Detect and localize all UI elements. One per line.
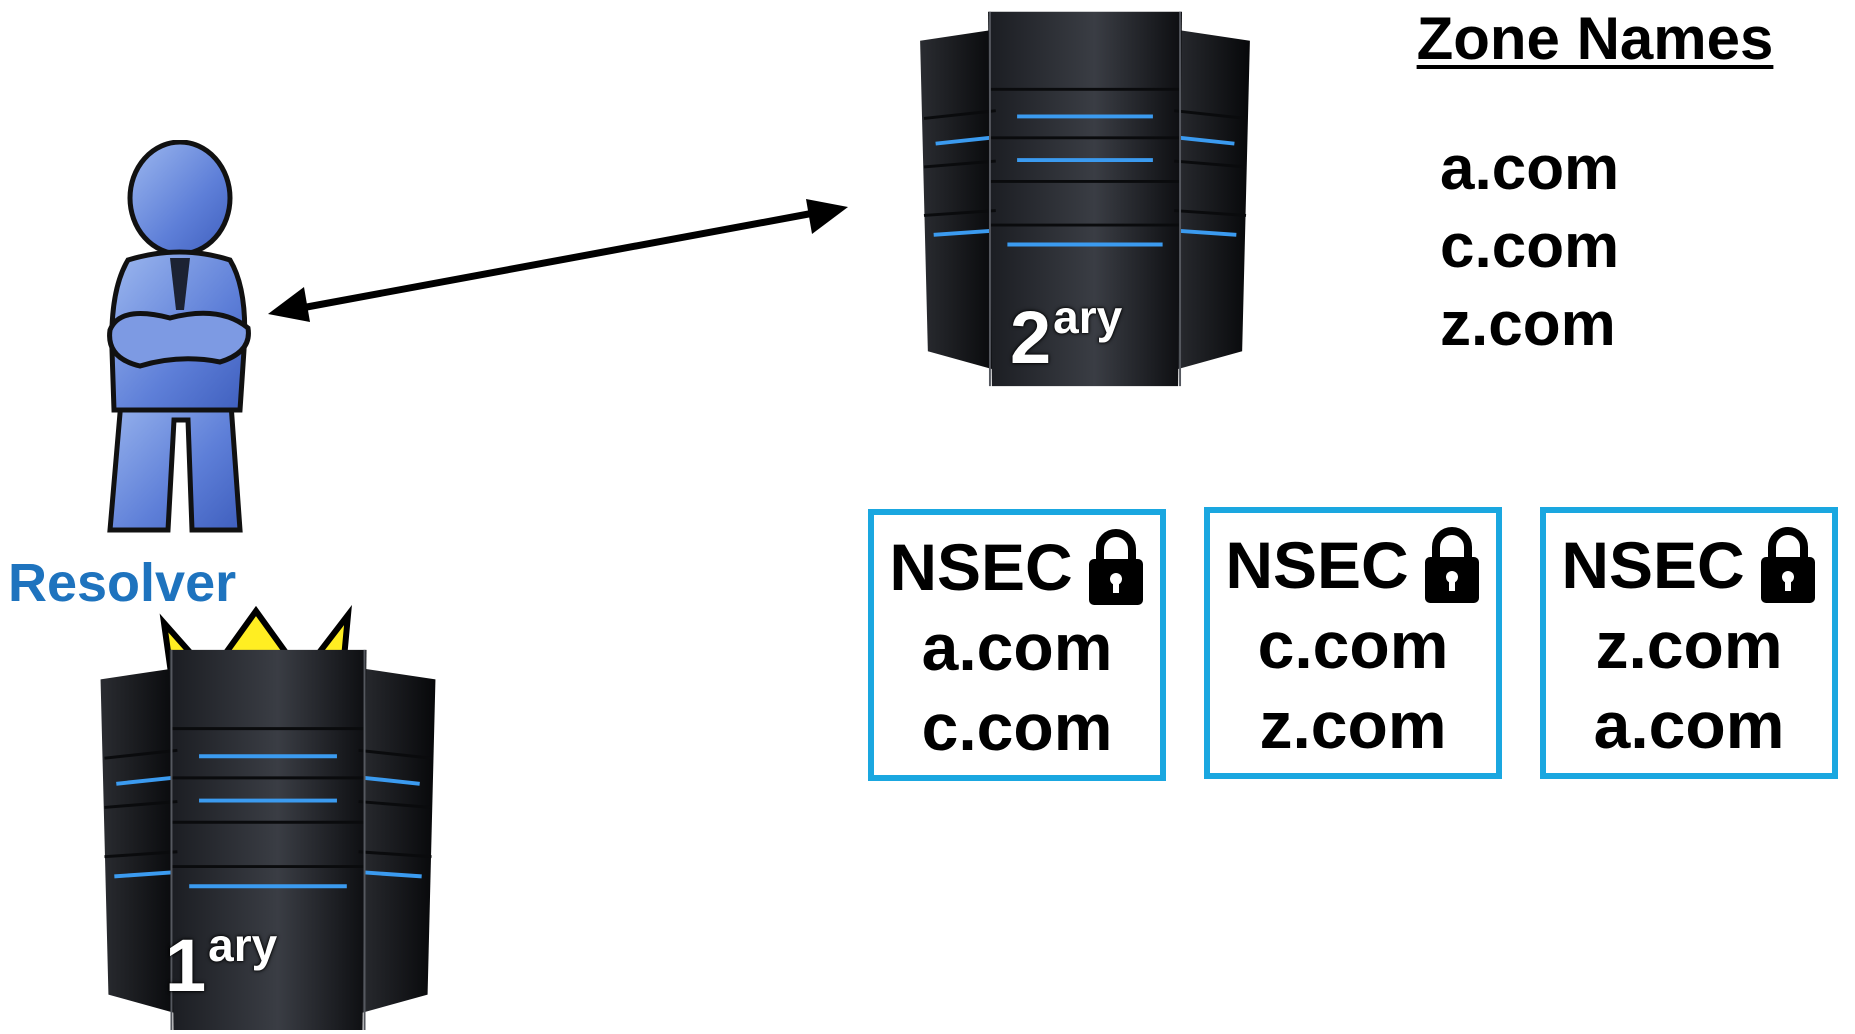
resolver-label: Resolver <box>8 553 237 613</box>
zone-names-title: Zone Names <box>1416 5 1774 72</box>
primary-server-label: 1ary <box>165 918 277 1008</box>
double-arrow-icon <box>268 199 848 322</box>
primary-server-number: 1 <box>165 924 207 1007</box>
lock-icon <box>1087 527 1145 607</box>
nsec-title: NSEC <box>1225 528 1409 602</box>
nsec-owner-name: z.com <box>1595 608 1783 682</box>
lock-icon <box>1423 525 1481 605</box>
primary-server-suffix: ary <box>208 919 278 971</box>
secondary-server-suffix: ary <box>1053 291 1123 343</box>
secondary-server-number: 2 <box>1010 296 1052 379</box>
zone-name-item: z.com <box>1440 290 1616 359</box>
zone-names-list: a.com c.com z.com <box>1440 130 1619 364</box>
nsec-record-1: NSEC a.com c.com <box>868 509 1166 781</box>
nsec-next-name: c.com <box>921 690 1113 764</box>
zone-name-item: a.com <box>1440 134 1620 203</box>
nsec-record-3: NSEC z.com a.com <box>1540 507 1838 779</box>
nsec-next-name: a.com <box>1593 688 1785 762</box>
nsec-title: NSEC <box>889 530 1073 604</box>
nsec-record-2: NSEC c.com z.com <box>1204 507 1502 779</box>
zone-name-item: c.com <box>1440 212 1620 281</box>
lock-icon <box>1759 525 1817 605</box>
person-icon <box>107 140 251 533</box>
nsec-title: NSEC <box>1561 528 1745 602</box>
nsec-next-name: z.com <box>1259 688 1447 762</box>
nsec-owner-name: a.com <box>921 610 1113 684</box>
nsec-owner-name: c.com <box>1257 608 1449 682</box>
secondary-server-label: 2ary <box>1010 290 1122 380</box>
